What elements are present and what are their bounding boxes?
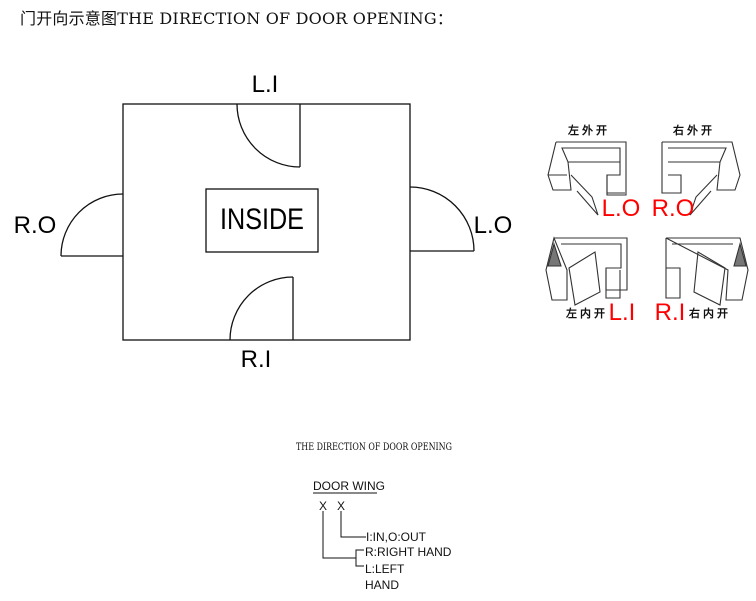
door-label-bottom: R.I	[241, 346, 272, 373]
legend-left-hand: HAND	[365, 578, 399, 592]
door-label-left: R.O	[14, 212, 57, 239]
legend-x2: X	[337, 499, 345, 513]
legend-io: I:IN,O:OUT	[366, 530, 427, 544]
room-outline	[122, 103, 411, 341]
icon-ro-drawing	[661, 141, 741, 216]
page-title: 门开向示意图THE DIRECTION OF DOOR OPENING：	[20, 9, 454, 28]
icon-code-lo: L.O	[602, 195, 641, 222]
icon-ri-drawing	[665, 237, 749, 306]
icon-code-ri: R.I	[655, 299, 686, 326]
icon-cn-label-lo: 左外开	[567, 123, 610, 137]
icon-code-ro: R.O	[652, 195, 695, 222]
legend-door-wing: DOOR WING	[313, 479, 385, 493]
legend-x1: X	[319, 499, 327, 513]
inside-box	[205, 188, 319, 253]
icon-cn-label-ri: 右内开	[688, 306, 731, 320]
icon-li-drawing	[545, 236, 628, 306]
icon-code-li: L.I	[609, 299, 636, 326]
door-label-top: L.I	[252, 71, 279, 98]
door-label-right: L.O	[474, 212, 513, 239]
icon-cn-label-ro: 右外开	[672, 123, 715, 137]
icon-cn-label-li: 左内开	[565, 306, 608, 320]
door-top-li	[236, 103, 301, 168]
door-right-lo	[409, 186, 475, 252]
door-bottom-ri	[229, 276, 294, 341]
legend-leader-lines	[322, 511, 366, 567]
floor-plan	[60, 103, 475, 341]
legend-right: R:RIGHT HAND	[365, 545, 452, 559]
legend-left: L:LEFT	[365, 562, 405, 576]
door-left-ro	[60, 193, 124, 257]
icon-lo-drawing	[547, 141, 627, 216]
legend-heading: THE DIRECTION OF DOOR OPENING	[296, 442, 452, 453]
icon-drawings	[545, 141, 749, 306]
inside-label: INSIDE	[220, 203, 304, 236]
